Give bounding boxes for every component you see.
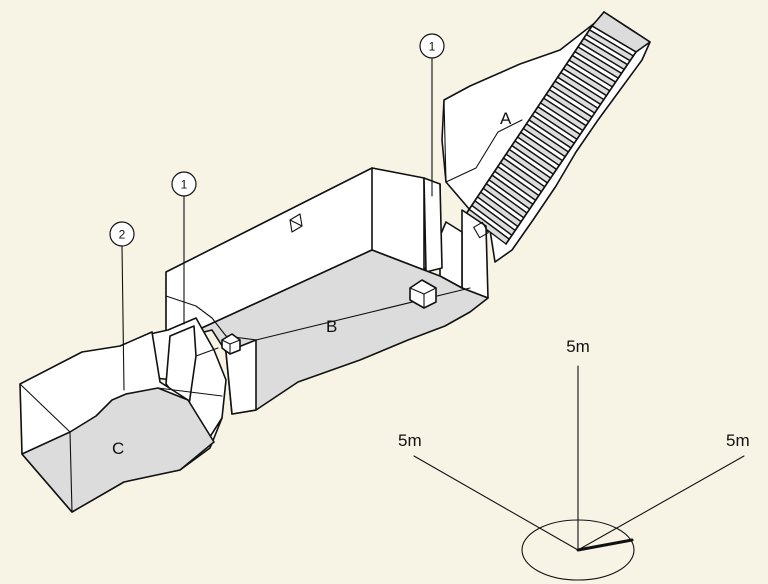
svg-text:1: 1 xyxy=(181,178,188,192)
callout-stair: 1 xyxy=(419,33,445,197)
svg-text:1: 1 xyxy=(429,40,436,54)
scale-axis-right xyxy=(577,455,745,551)
staircase xyxy=(465,25,637,245)
scale-axis-left xyxy=(413,455,579,551)
label-chamber-a: A xyxy=(500,109,512,128)
niche-mark xyxy=(473,221,489,239)
label-chamber-c: C xyxy=(112,439,124,458)
chamber-c-floor xyxy=(21,387,215,513)
cube-marker-large xyxy=(409,279,437,309)
scale-label-right: 5m xyxy=(726,431,750,450)
callout-shaft: 1 xyxy=(171,171,197,325)
scale-label-left: 5m xyxy=(398,431,422,450)
wall-niche xyxy=(289,213,303,233)
chamber-b-front-wall xyxy=(225,339,257,415)
chamber-b xyxy=(165,167,489,415)
chamber-c xyxy=(19,331,223,513)
cube-marker-small xyxy=(221,333,241,355)
callout-floor: 2 xyxy=(109,221,135,391)
svg-text:2: 2 xyxy=(119,228,126,242)
chamber-a xyxy=(439,11,651,299)
scale-indicator: 5m 5m 5m xyxy=(398,337,750,581)
label-chamber-b: B xyxy=(326,317,337,336)
scale-label-vertical: 5m xyxy=(566,337,590,356)
